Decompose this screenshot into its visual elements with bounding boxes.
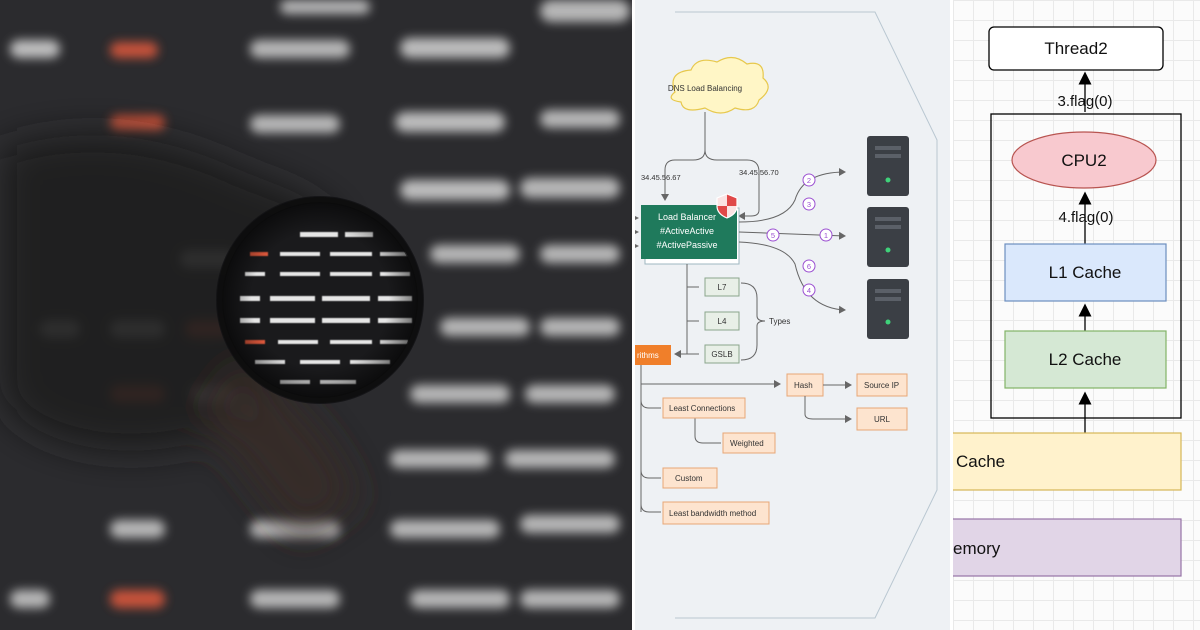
memory-label: emory [953, 539, 1001, 558]
lb-diagram-svg: DNS Load Balancing 34.45.56.67 34.45.56.… [635, 11, 938, 619]
l2-label: L2 Cache [1049, 350, 1122, 369]
step-marker-2 [802, 173, 816, 187]
lb-line-3: #ActivePassive [656, 240, 717, 250]
flag-mid: 4.flag(0) [1058, 209, 1113, 226]
algorithms-label: rithms [637, 351, 659, 360]
custom-node [662, 467, 718, 489]
weighted: Weighted [730, 439, 764, 448]
least-bandwidth-node [662, 501, 770, 525]
cache-diagram-svg: Thread2 3.flag(0) CPU2 4.flag(0) L1 Cach… [953, 26, 1182, 577]
load-balancer-diagram: DNS Load Balancing 34.45.56.67 34.45.56.… [635, 0, 950, 630]
type-gslb: GSLB [711, 350, 732, 359]
cache-hierarchy-diagram: Thread2 3.flag(0) CPU2 4.flag(0) L1 Cach… [953, 0, 1200, 630]
source-ip-node [856, 373, 908, 397]
l2-cache-node [1004, 330, 1167, 389]
step-marker-1 [819, 228, 833, 242]
core-frame [990, 113, 1182, 419]
lb-line-1: Load Balancer [658, 212, 716, 222]
type-l7: L7 [718, 283, 727, 292]
least-connections: Least Connections [669, 404, 735, 413]
url: URL [874, 415, 891, 424]
l3-cache-node [953, 432, 1182, 491]
magnifier-photo [0, 0, 632, 630]
thread-box [988, 26, 1164, 71]
source-ip: Source IP [864, 381, 899, 390]
l1-label: L1 Cache [1049, 263, 1122, 282]
shield-icon [716, 193, 738, 219]
lb-line-2: #ActiveActive [660, 226, 714, 236]
step-marker-5 [766, 228, 780, 242]
server-icon [867, 136, 909, 196]
cpu-node [1011, 131, 1157, 189]
flag-top: 3.flag(0) [1057, 93, 1112, 110]
server-icon [867, 279, 909, 339]
server-icon [867, 207, 909, 267]
ip-left: 34.45.56.67 [641, 173, 681, 182]
least-connections-node [662, 397, 746, 419]
step-marker-3 [802, 197, 816, 211]
cpu-label: CPU2 [1061, 151, 1106, 170]
step-2: 2 [807, 176, 811, 185]
thread-label: Thread2 [1044, 39, 1107, 58]
step-5: 5 [771, 231, 775, 240]
l1-cache-node [1004, 243, 1167, 302]
step-marker-6 [802, 259, 816, 273]
type-l4: L4 [718, 317, 727, 326]
l3-label: Cache [956, 452, 1005, 471]
dns-label: DNS Load Balancing [668, 84, 742, 93]
step-4: 4 [807, 286, 811, 295]
ip-right: 34.45.56.70 [739, 168, 779, 177]
url-node [856, 407, 908, 431]
step-1: 1 [824, 231, 828, 240]
custom: Custom [675, 474, 703, 483]
photo-illustration [0, 0, 630, 608]
memory-node [953, 518, 1182, 577]
load-balancer-node: Load Balancer #ActiveActive #ActivePassi… [635, 205, 740, 265]
step-marker-4 [802, 283, 816, 297]
dns-cloud: DNS Load Balancing [668, 56, 769, 114]
step-3: 3 [807, 200, 811, 209]
hash: Hash [794, 381, 813, 390]
weighted-node [722, 432, 776, 454]
least-bandwidth: Least bandwidth method [669, 509, 756, 518]
panel-divider-right [950, 0, 953, 630]
algorithms-node [635, 345, 671, 365]
types-label: Types [769, 317, 790, 326]
step-6: 6 [807, 262, 811, 271]
panel-divider-left [632, 0, 635, 630]
